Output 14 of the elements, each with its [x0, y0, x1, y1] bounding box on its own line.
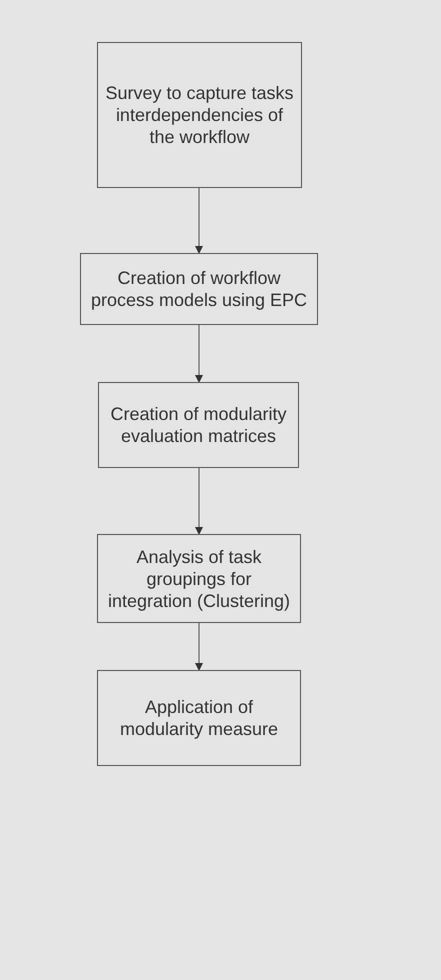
step-text: Creation of workflow process models using EPC: [90, 267, 308, 311]
process-box: [97, 534, 301, 623]
arrow: [195, 188, 203, 254]
process-box: [80, 253, 318, 325]
arrow: [195, 468, 203, 535]
arrow: [195, 622, 203, 671]
process-box: [98, 382, 299, 468]
step-text: Creation of modularity evaluation matrices: [109, 403, 288, 447]
process-box: [97, 42, 302, 188]
step-text: Application of modularity measure: [118, 696, 280, 740]
step-text: Survey to capture tasks interdependencies of the workflow: [104, 82, 295, 148]
process-box: [97, 670, 301, 766]
step-text: Analysis of task groupings for integration (Clustering): [106, 546, 292, 612]
arrow: [195, 324, 203, 383]
